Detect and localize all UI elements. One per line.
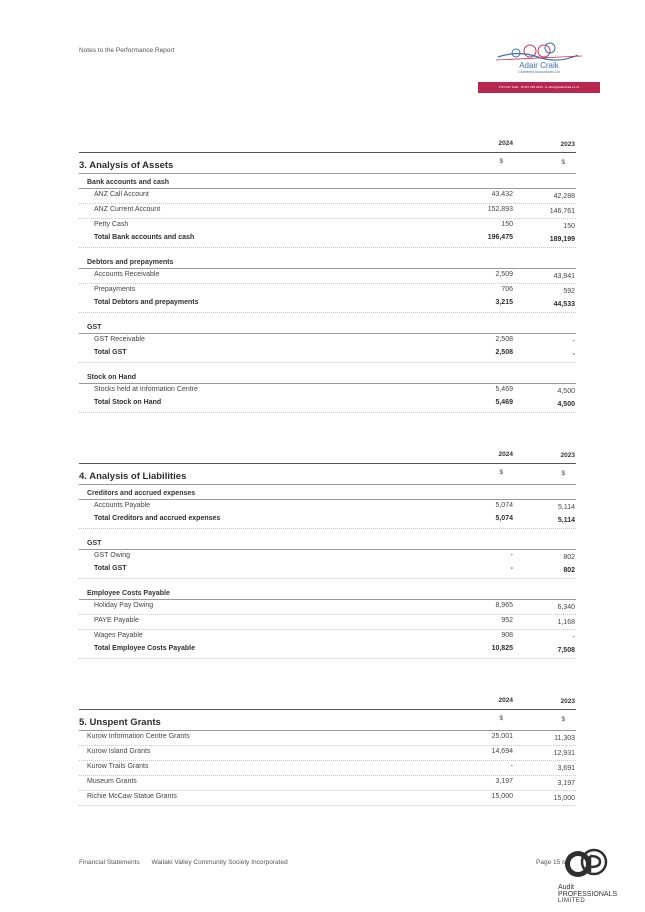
auditor-name: Audit PROFESSIONALS LIMITED bbox=[558, 884, 618, 904]
audit-professionals-logo-icon bbox=[556, 846, 616, 906]
col-year-prior: 2023 bbox=[560, 141, 575, 148]
group-heading: Bank accounts and cash bbox=[87, 179, 170, 186]
table-row: GST Owing-802 bbox=[94, 552, 575, 561]
table-row: Kurow Trails Grants-3,691 bbox=[87, 763, 575, 772]
currency-prior: $ bbox=[561, 470, 565, 477]
col-year-current: 2024 bbox=[498, 697, 513, 704]
col-year-prior: 2023 bbox=[560, 452, 575, 459]
total-row: Total GST-802 bbox=[94, 565, 575, 574]
group-heading: Debtors and prepayments bbox=[87, 259, 174, 266]
section-title: 4. Analysis of Liabilities bbox=[79, 471, 187, 482]
group-heading: GST bbox=[87, 324, 102, 331]
group-heading: Employee Costs Payable bbox=[87, 590, 170, 597]
col-year-current: 2024 bbox=[498, 451, 513, 458]
currency-prior: $ bbox=[561, 159, 565, 166]
col-year-prior: 2023 bbox=[560, 698, 575, 705]
logo-name: Adair Craik bbox=[519, 61, 559, 70]
footer-doc-title: Financial Statements bbox=[79, 859, 140, 866]
adair-craik-logo: Adair Craik Chartered Accountants Ltd P … bbox=[478, 36, 600, 94]
group-heading: Stock on Hand bbox=[87, 374, 137, 381]
header-note: Notes to the Performance Report bbox=[79, 47, 175, 54]
col-year-current: 2024 bbox=[498, 140, 513, 147]
page-number: Page 15 of 18 bbox=[536, 859, 577, 866]
footer-left: Financial Statements Waitaki Valley Comm… bbox=[79, 859, 298, 866]
currency-current: $ bbox=[499, 715, 503, 722]
group-heading: GST bbox=[87, 540, 102, 547]
footer-org-name: Waitaki Valley Community Society Incorpo… bbox=[151, 859, 288, 866]
logo-subtitle: Chartered Accountants Ltd bbox=[518, 70, 560, 74]
cyclists-logo-icon bbox=[495, 42, 583, 61]
section-title: 3. Analysis of Assets bbox=[79, 160, 174, 171]
group-heading: Creditors and accrued expenses bbox=[87, 490, 196, 497]
currency-current: $ bbox=[499, 469, 503, 476]
currency-current: $ bbox=[499, 158, 503, 165]
section-title: 5. Unspent Grants bbox=[79, 717, 161, 728]
currency-prior: $ bbox=[561, 716, 565, 723]
logo-contact-bar: P 03 437 1040 · M 027 283 4440 · E offic… bbox=[478, 82, 600, 93]
